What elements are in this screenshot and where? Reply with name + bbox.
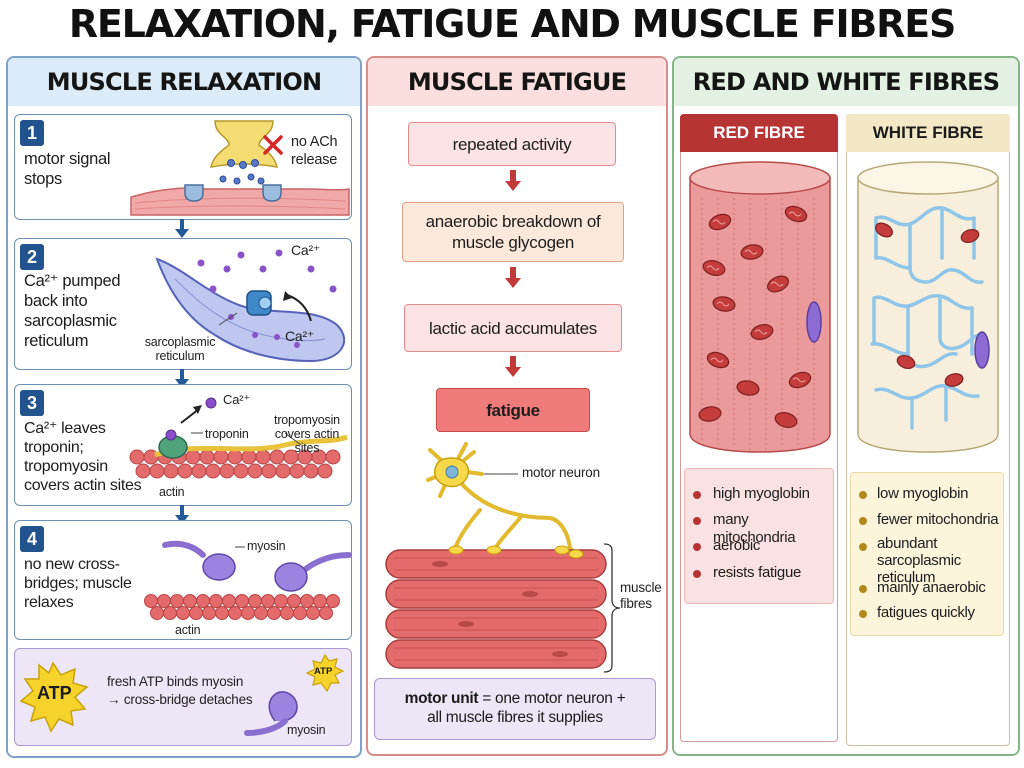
down-arrow-icon <box>505 267 521 288</box>
down-arrow-icon <box>175 369 189 388</box>
muscle-fibres-label: muscle fibres <box>620 580 662 611</box>
fatigue-heading: MUSCLE FATIGUE <box>368 58 666 106</box>
white-fibre-title: WHITE FIBRE <box>846 114 1010 152</box>
atp-small-badge: ATP <box>314 666 333 677</box>
flow-lactic-acid: lactic acid accumulates <box>404 304 622 352</box>
down-arrow-icon <box>505 170 521 191</box>
down-arrow-icon <box>505 356 521 377</box>
step-text: Ca²⁺ pumped back into sarcoplasmic retic… <box>24 272 121 350</box>
white-item: low myoglobin <box>877 485 969 502</box>
down-arrow-icon <box>175 505 189 524</box>
white-item: fatigues quickly <box>877 604 975 621</box>
sr-label: sarcoplasmic reticulum <box>144 335 216 363</box>
down-arrow-icon <box>175 219 189 238</box>
bullet-icon <box>859 491 867 499</box>
bullet-icon <box>859 610 867 618</box>
red-fibre-properties: high myoglobin many mitochondria aerobic… <box>684 468 834 604</box>
white-item: abundant sarcoplasmic reticulum <box>877 535 961 586</box>
atp-box: ATP fresh ATP binds myosin → cross-bridg… <box>14 648 352 746</box>
bullet-icon <box>859 517 867 525</box>
flow-fatigue: fatigue <box>436 388 590 432</box>
white-item: fewer mitochondria <box>877 511 999 528</box>
white-item: mainly anaerobic <box>877 579 986 596</box>
motor-unit-term: motor unit <box>404 690 479 707</box>
atp-text: fresh ATP binds myosin → cross-bridge de… <box>107 674 253 707</box>
atp-burst-icon <box>19 661 89 733</box>
step-text: no new cross-bridges; muscle relaxes <box>24 556 132 611</box>
synapse-illustration <box>130 120 350 216</box>
bullet-icon <box>693 491 701 499</box>
ca-label-top: Ca²⁺ <box>291 242 321 258</box>
troponin-label: troponin <box>205 427 249 441</box>
white-fibre-properties: low myoglobin fewer mitochondria abundan… <box>850 472 1004 636</box>
motor-unit-def-2: all muscle fibres it supplies <box>427 709 603 726</box>
motor-unit-illustration <box>385 442 621 673</box>
tropomyosin-label: tropomyosin covers actin sites <box>274 413 340 455</box>
myosin-label: myosin <box>247 539 286 553</box>
flow-anaerobic-breakdown: anaerobic breakdown of muscle glycogen <box>402 202 624 262</box>
actin-label: actin <box>159 485 185 499</box>
bullet-icon <box>859 543 867 551</box>
step-text: Ca²⁺ leaves troponin; tropomyosin covers… <box>24 420 142 494</box>
relaxation-step-1: 1 motor signal stops no ACh release <box>14 114 352 220</box>
step-number: 1 <box>20 120 44 146</box>
relaxation-step-4: 4 no new cross-bridges; muscle relaxes m… <box>14 520 352 640</box>
relaxation-heading: MUSCLE RELAXATION <box>8 58 360 106</box>
no-ach-label: no ACh release <box>291 134 338 168</box>
bullet-icon <box>693 570 701 578</box>
sarcoplasmic-reticulum-network <box>870 206 986 430</box>
relaxation-step-3: 3 Ca²⁺ leaves troponin; tropomyosin cove… <box>14 384 352 506</box>
motor-unit-def-1: = one motor neuron + <box>478 690 626 707</box>
red-item: many mitochondria <box>713 511 796 546</box>
actin-label: actin <box>175 623 201 637</box>
white-fibre-illustration <box>857 161 999 453</box>
step-text: motor signal stops <box>24 150 111 188</box>
step-number: 3 <box>20 390 44 416</box>
step-number: 4 <box>20 526 44 552</box>
ca-label: Ca²⁺ <box>223 392 251 407</box>
motor-unit-definition: motor unit = one motor neuron + all musc… <box>374 678 656 740</box>
step-number: 2 <box>20 244 44 270</box>
bullet-icon <box>693 517 701 525</box>
troponin-illustration <box>129 397 348 479</box>
flow-repeated-activity: repeated activity <box>408 122 616 166</box>
relaxation-step-2: 2 Ca²⁺ pumped back into sarcoplasmic ret… <box>14 238 352 370</box>
cross-icon <box>263 135 283 155</box>
calcium-pump-icon <box>246 290 272 316</box>
red-fibre-illustration <box>689 161 831 453</box>
page-title: RELAXATION, FATIGUE AND MUSCLE FIBRES <box>68 2 957 46</box>
sarcoplasmic-reticulum-illustration <box>155 249 346 363</box>
red-item: high myoglobin <box>713 485 810 502</box>
bullet-icon <box>859 585 867 593</box>
fibres-heading: RED AND WHITE FIBRES <box>674 58 1018 106</box>
red-fibre-title: RED FIBRE <box>680 114 838 152</box>
atp-illustration <box>19 653 345 736</box>
muscle-fibres <box>385 545 607 669</box>
myosin-label: myosin <box>287 723 326 737</box>
ca-label-pump: Ca²⁺ <box>285 328 315 344</box>
red-item: aerobic <box>713 537 761 554</box>
red-item: resists fatigue <box>713 564 802 581</box>
atp-badge: ATP <box>37 683 72 703</box>
motor-neuron-label: motor neuron <box>522 465 600 480</box>
bullet-icon <box>693 543 701 551</box>
myosin-actin-illustration <box>144 540 352 620</box>
